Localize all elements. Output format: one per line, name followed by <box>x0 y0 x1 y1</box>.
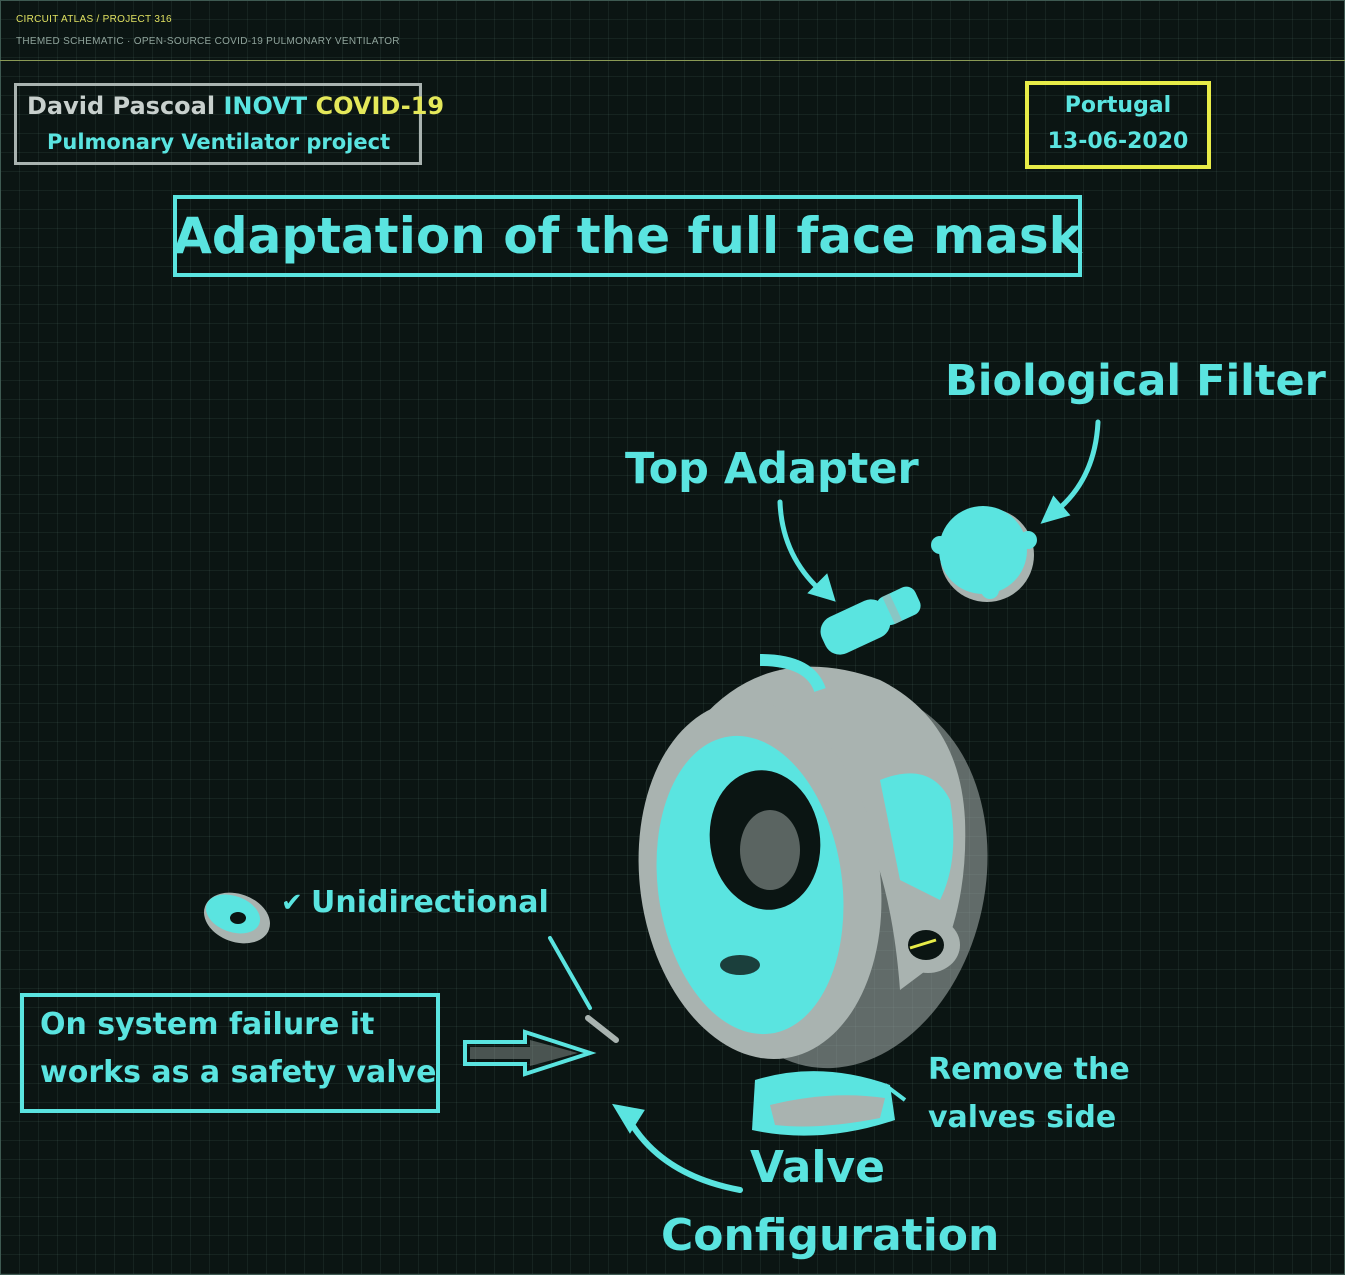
unidirectional-valve-shape <box>204 892 270 944</box>
date: 13-06-2020 <box>1047 129 1189 154</box>
country: Portugal <box>1064 93 1172 118</box>
safety-arrow-icon <box>463 1029 597 1077</box>
breadcrumb: CIRCUIT ATLAS / PROJECT 316 <box>16 14 172 25</box>
configuration-label: Configuration <box>661 1210 1000 1261</box>
diagram-title: Adaptation of the full face mask <box>173 195 1082 277</box>
biological-filter-label: Biological Filter <box>945 356 1326 406</box>
author-covid: COVID-19 <box>315 92 445 120</box>
safety-valve-note-box: On system failure it works as a safety v… <box>20 993 440 1113</box>
face-mask-shape <box>638 654 988 1136</box>
top-adapter-shape <box>820 586 921 655</box>
unidirectional-pointer-icon <box>548 936 619 1043</box>
safety-note-line1: On system failure it <box>40 1007 375 1042</box>
remove-valves-label-line1: Remove the <box>928 1052 1130 1087</box>
author-org: INOVT <box>223 92 308 120</box>
biological-filter-shape <box>931 506 1037 602</box>
place-date-box: Portugal 13-06-2020 <box>1025 81 1211 169</box>
project-name: Pulmonary Ventilator project <box>47 130 391 154</box>
arrow-to-valve-icon <box>612 1103 743 1193</box>
arrow-to-filter-icon <box>1040 419 1101 524</box>
page-subtitle: THEMED SCHEMATIC · OPEN-SOURCE COVID-19 … <box>16 36 400 47</box>
safety-note-line2: works as a safety valve <box>40 1055 437 1090</box>
unidirectional-label: Unidirectional <box>311 885 549 920</box>
arrow-to-adapter-icon <box>777 499 836 602</box>
arrow-to-side-valves-icon <box>883 1083 907 1102</box>
author-box: David Pascoal INOVT COVID-19 Pulmonary V… <box>14 83 444 165</box>
top-adapter-label: Top Adapter <box>625 444 919 494</box>
author-line: David Pascoal INOVT COVID-19 <box>27 92 444 120</box>
header-bar: CIRCUIT ATLAS / PROJECT 316 THEMED SCHEM… <box>0 0 1345 61</box>
remove-valves-label-line2: valves side <box>928 1100 1117 1135</box>
check-icon: ✔ <box>281 888 303 918</box>
author-name: David Pascoal <box>27 92 216 120</box>
valve-label: Valve <box>750 1142 885 1193</box>
